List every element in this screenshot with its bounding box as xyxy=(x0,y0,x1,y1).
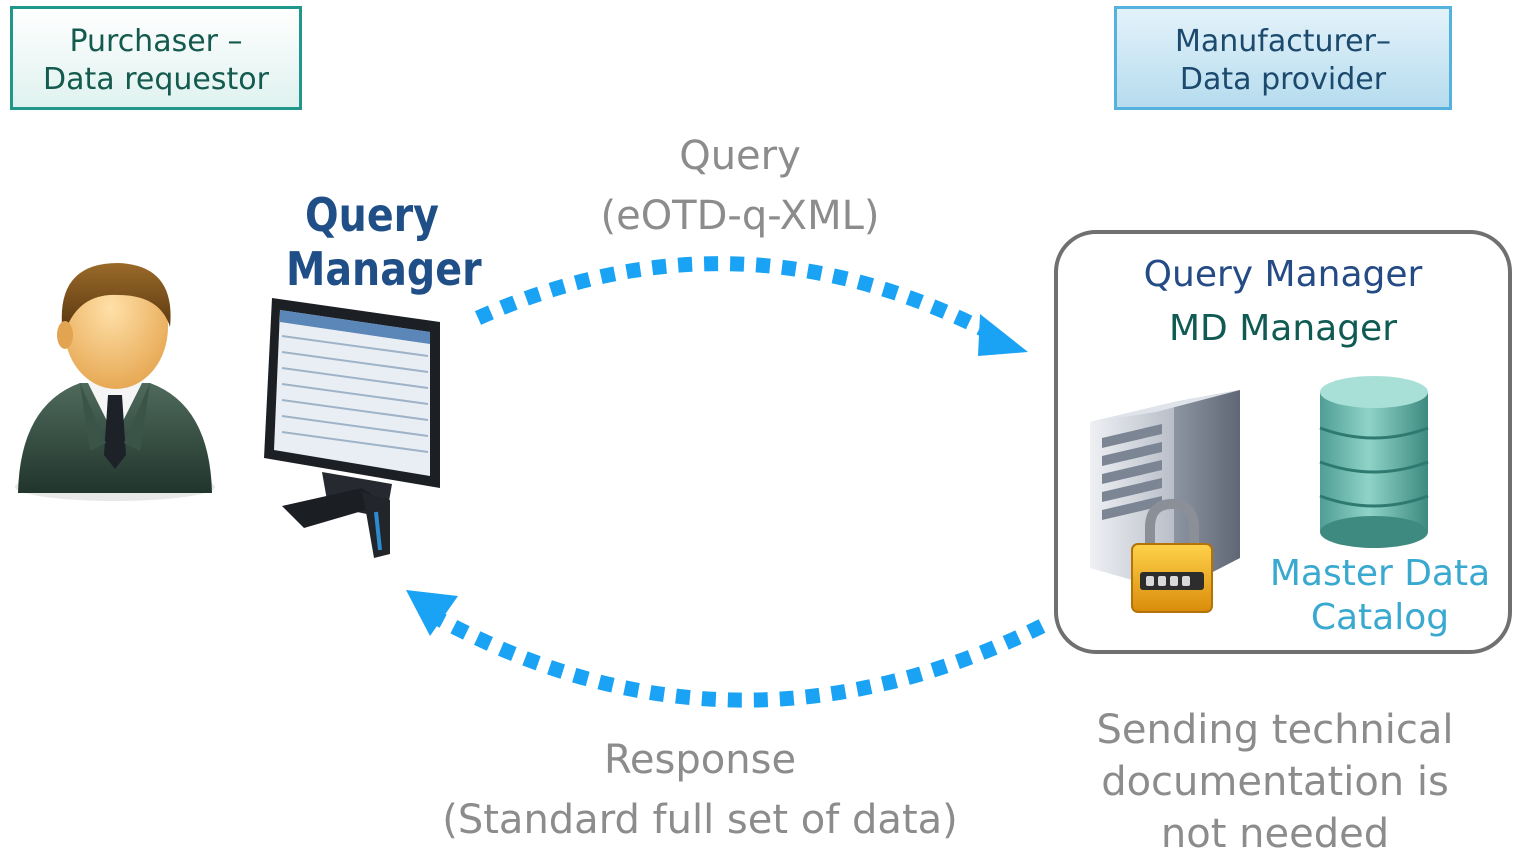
query-manager-logo: Query Manager xyxy=(286,188,482,296)
database-icon xyxy=(1319,376,1429,548)
sending-note: Sending technical documentation is not n… xyxy=(1060,704,1490,860)
query-label-line1: Query xyxy=(679,133,801,179)
query-label: Query (eOTD-q-XML) xyxy=(540,126,940,246)
purchaser-subtitle: Data requestor xyxy=(43,62,269,97)
sending-note-line1: Sending technical xyxy=(1096,707,1454,753)
manufacturer-role-box: Manufacturer– Data provider xyxy=(1114,6,1452,110)
catalog-label-line1: Master Data xyxy=(1269,553,1491,594)
manufacturer-subtitle: Data provider xyxy=(1179,62,1387,97)
query-manager-logo-line1: Query xyxy=(305,188,439,242)
arrow-left-icon xyxy=(406,590,458,636)
query-label-line2: (eOTD-q-XML) xyxy=(600,193,880,239)
query-manager-logo-line2: Manager xyxy=(286,242,482,296)
purchaser-title: Purchaser – xyxy=(69,24,243,59)
manufacturer-title: Manufacturer– xyxy=(1175,24,1391,59)
padlock-icon xyxy=(1131,498,1213,613)
purchaser-role-box: Purchaser – Data requestor xyxy=(10,6,302,110)
arrow-right-icon xyxy=(978,314,1028,356)
user-avatar-icon xyxy=(15,263,215,501)
sending-note-line2: documentation is xyxy=(1101,759,1449,805)
provider-query-manager-label: Query Manager xyxy=(1143,254,1423,295)
sending-note-line3: not needed xyxy=(1160,811,1390,857)
monitor-icon xyxy=(264,298,440,558)
response-label: Response (Standard full set of data) xyxy=(400,730,1000,850)
provider-md-manager-label: MD Manager xyxy=(1168,308,1398,349)
master-data-catalog-label: Master Data Catalog xyxy=(1250,552,1510,640)
response-label-line1: Response xyxy=(603,737,797,783)
response-label-line2: (Standard full set of data) xyxy=(442,797,958,843)
catalog-label-line2: Catalog xyxy=(1310,597,1450,638)
